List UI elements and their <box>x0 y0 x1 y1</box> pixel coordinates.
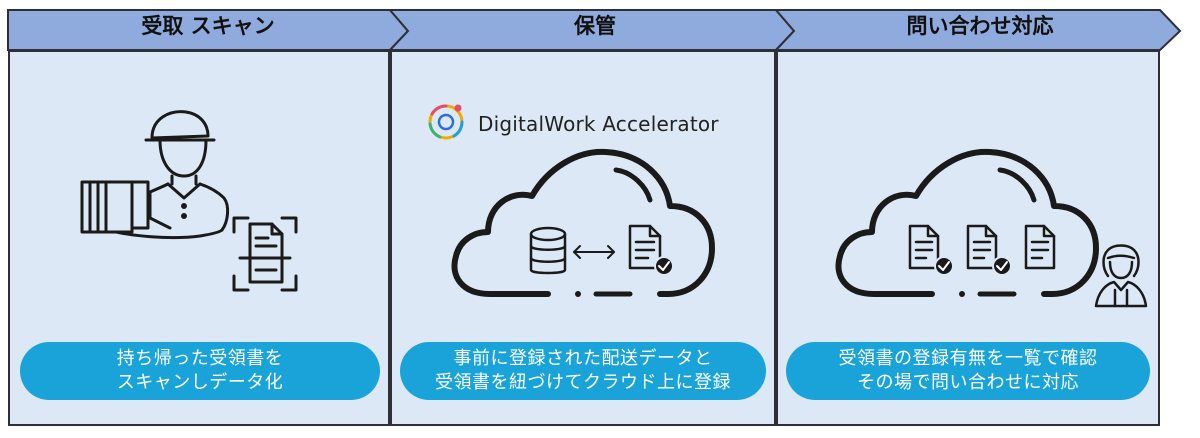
document-scan-icon <box>232 216 298 292</box>
step-title-storage: 保管 <box>574 14 616 38</box>
caption-line: 事前に登録された配送データと <box>453 348 713 369</box>
cloud-icon <box>835 148 1099 297</box>
step-title-inquiry: 問い合わせ対応 <box>906 14 1054 38</box>
step-caption-scan: 持ち帰った受領書を スキャンしデータ化 <box>20 342 380 400</box>
step-title-scan: 受取 スキャン <box>141 14 275 38</box>
caption-line: その場で問い合わせに対応 <box>857 372 1079 393</box>
caption-line: 持ち帰った受領書を <box>116 348 284 369</box>
document-check-icon <box>966 224 1012 276</box>
logo-wordmark: DigitalWork Accelerator <box>478 112 719 136</box>
document-check-icon <box>628 224 674 276</box>
logo-icon <box>428 104 464 140</box>
document-check-icon <box>908 224 954 276</box>
caption-line: 受領書を紐づけてクラウド上に登録 <box>435 372 731 393</box>
operator-icon <box>1094 244 1148 308</box>
database-icon <box>529 226 567 275</box>
document-icon <box>1024 224 1056 270</box>
cloud-icon <box>451 148 715 297</box>
caption-line: スキャンしデータ化 <box>116 372 284 393</box>
step-header-arrow-3 <box>773 9 1182 51</box>
step-caption-storage: 事前に登録された配送データと 受領書を紐づけてクラウド上に登録 <box>400 342 766 400</box>
step-header-bar <box>7 9 1182 51</box>
sync-arrow-icon <box>573 245 615 259</box>
step-caption-inquiry: 受領書の登録有無を一覧で確認 その場で問い合わせに対応 <box>786 342 1150 400</box>
delivery-person-icon <box>80 110 230 240</box>
caption-line: 受領書の登録有無を一覧で確認 <box>838 348 1098 369</box>
